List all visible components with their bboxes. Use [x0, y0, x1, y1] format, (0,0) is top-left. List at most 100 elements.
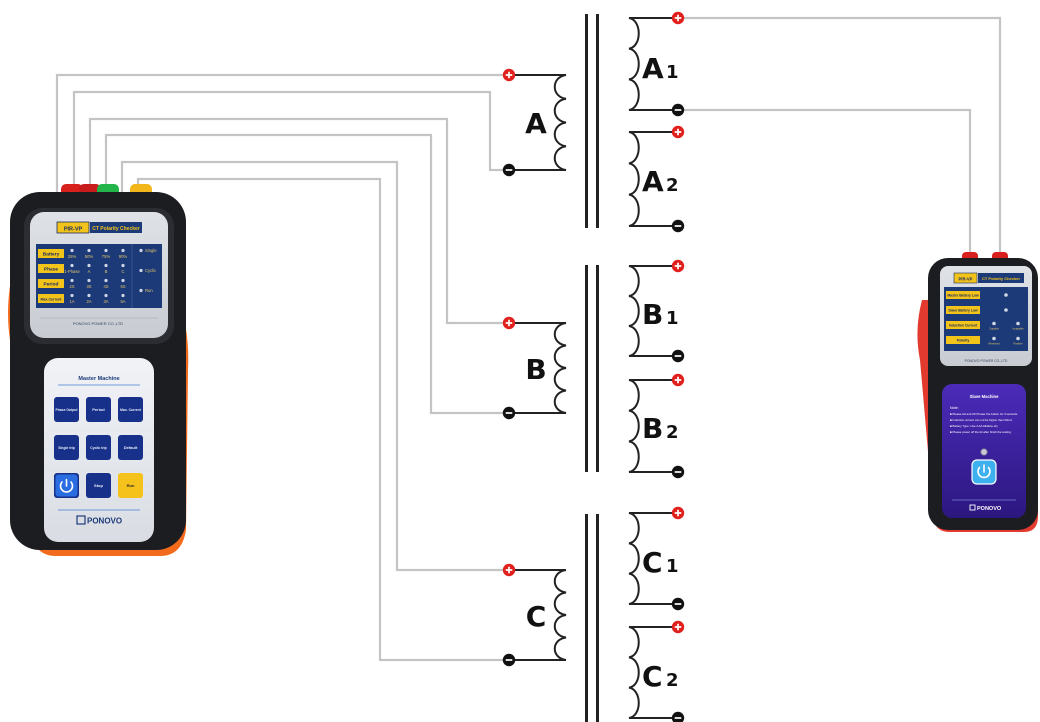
secondary-subscript: 2 — [666, 422, 679, 443]
master-row-value: C — [121, 269, 124, 274]
master-led — [121, 263, 125, 268]
slave-led — [1016, 336, 1020, 341]
master-row-label: Battery — [43, 252, 60, 258]
master-button-run[interactable]: Run — [118, 473, 143, 498]
master-row-value: 3S — [86, 284, 91, 289]
master-button-phase-output[interactable]: Phase Output — [54, 397, 79, 422]
master-model-tag: PIR-VP — [64, 227, 83, 233]
slave-led — [1016, 321, 1020, 326]
wire-a1-plus — [678, 16, 1002, 258]
slave-option-label: Positive — [1013, 342, 1023, 346]
secondary-minus-terminal — [671, 103, 685, 117]
master-button-cyclic-trip[interactable]: Cyclic trip — [86, 435, 111, 460]
master-row-value: 2A — [86, 299, 91, 304]
master-led — [104, 278, 108, 283]
wire-c-minus — [136, 177, 509, 662]
master-button-period[interactable]: Period — [86, 397, 111, 422]
slave-led — [1004, 308, 1008, 312]
master-brand: PONOVO — [87, 517, 122, 526]
slave-row-master-battery-low: Master Battery Low — [946, 291, 1008, 299]
secondary-subscript: 1 — [666, 62, 679, 83]
core-bar — [585, 514, 588, 722]
master-button-label: Max. Current — [120, 408, 142, 412]
slave-led — [1004, 293, 1008, 297]
master-row-label: Max.Current — [41, 298, 63, 302]
master-company: PONOVO POWER CO.,LTD — [73, 321, 123, 326]
master-side-label: Run — [145, 288, 153, 293]
secondary-subscript: 2 — [666, 670, 679, 691]
master-row-value: 50% — [85, 254, 94, 259]
secondary-label: C — [642, 660, 663, 693]
master-title: CT Polarity Checker — [92, 226, 140, 232]
master-power-button[interactable] — [54, 473, 79, 498]
master-button-max-current[interactable]: Max. Current — [118, 397, 143, 422]
slave-row-label: Polarity — [957, 339, 970, 343]
primary-minus-terminal — [502, 163, 516, 177]
master-led — [70, 278, 74, 283]
master-led — [87, 248, 91, 253]
master-button-default[interactable]: Default — [118, 435, 143, 460]
slave-indicator-led — [980, 448, 988, 456]
slave-option-label: Incapable — [1012, 327, 1024, 331]
slave-title-box — [978, 273, 1024, 283]
master-row-value: 75% — [102, 254, 111, 259]
slave-ponovo-logo-icon — [969, 504, 976, 511]
primary-label: A — [525, 107, 547, 140]
secondary-label: A — [642, 52, 664, 85]
secondary-plus-terminal — [671, 506, 685, 520]
power-icon — [59, 478, 74, 493]
wire-c-plus — [120, 160, 509, 572]
wire-a-minus — [72, 90, 509, 192]
secondary-subscript: 1 — [666, 308, 679, 329]
master-led — [121, 278, 125, 283]
master-row-value: 1-Phase — [64, 269, 80, 274]
master-button-label: Stop — [94, 483, 103, 488]
master-led — [104, 293, 108, 298]
master-led — [70, 293, 74, 298]
slave-model-tag: PIR-VP — [959, 277, 973, 282]
wire-a-plus — [55, 73, 509, 192]
master-row-value: 25% — [68, 254, 77, 259]
slave-option-label: Reversed — [988, 342, 1000, 346]
master-led — [70, 248, 74, 253]
master-machine: PIR-VP CT Polarity Checker Battery 25% 50%… — [8, 184, 189, 556]
master-led — [87, 293, 91, 298]
master-side-label: Single — [145, 248, 157, 253]
slave-led — [992, 336, 996, 341]
primary-coil — [509, 322, 567, 414]
master-row-value: 3A — [103, 299, 108, 304]
wire-a1-minus — [678, 108, 972, 258]
secondary-plus-terminal — [671, 620, 685, 634]
secondary-label: C — [642, 546, 663, 579]
master-row-value: 5S — [120, 284, 125, 289]
master-button-single-trip[interactable]: Single trip — [54, 435, 79, 460]
master-button-stop[interactable]: Stop — [86, 473, 111, 498]
secondary-minus-terminal — [671, 711, 685, 722]
slave-note-line: ■ Please power off the kit after finish … — [950, 430, 1011, 434]
slave-note-title: Note: — [950, 406, 959, 410]
slave-model-tag-box — [953, 272, 978, 284]
secondary-minus-terminal — [671, 349, 685, 363]
primary-coil — [509, 569, 567, 661]
master-led — [121, 293, 125, 298]
primary-minus-terminal — [502, 406, 516, 420]
slave-row-label: Master Battery Low — [947, 294, 979, 298]
secondary-subscript: 2 — [666, 175, 679, 196]
master-side-led — [139, 248, 143, 253]
slave-machine: PIR-VP CT Polarity Checker Master Batter… — [917, 252, 1038, 532]
master-led — [70, 263, 74, 268]
master-title-box — [90, 222, 142, 233]
slave-brand: PONOVO — [977, 506, 1002, 512]
